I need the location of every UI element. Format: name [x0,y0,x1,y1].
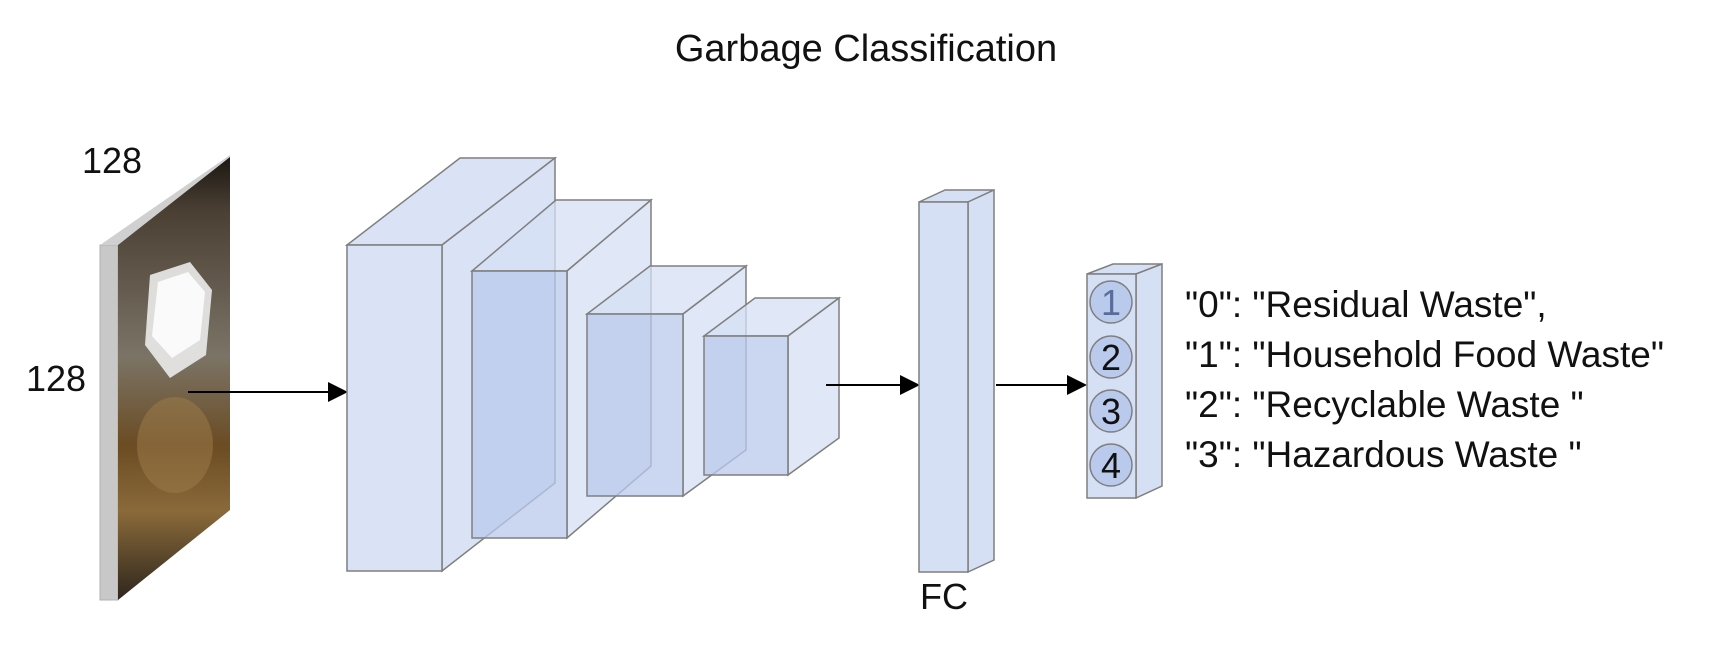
output-node-1: 1 [1089,280,1133,324]
input-width-label: 128 [82,140,143,181]
output-node-label: 3 [1101,391,1121,432]
class-entry-0: "0": "Residual Waste", [1185,284,1547,325]
output-node-3: 3 [1089,389,1133,433]
output-node-4: 4 [1089,443,1133,487]
output-node-label: 1 [1101,282,1121,323]
class-entry-1: "1": "Household Food Waste" [1185,334,1664,375]
class-entry-3: "3": "Hazardous Waste " [1185,434,1582,475]
input-image [99,155,230,601]
fc-label: FC [920,576,968,617]
output-node-label: 2 [1101,337,1121,378]
output-node-label: 4 [1101,445,1121,486]
class-entry-2: "2": "Recyclable Waste " [1185,384,1584,425]
diagram-title: Garbage Classification [674,28,1058,70]
class-legend: "0": "Residual Waste", "1": "Household F… [1185,280,1664,480]
conv-block-4 [701,296,842,477]
output-node-2: 2 [1089,335,1133,379]
output-nodes: 1 2 3 4 [1089,280,1133,487]
fc-layer [918,188,995,574]
input-height-label: 128 [26,358,87,399]
